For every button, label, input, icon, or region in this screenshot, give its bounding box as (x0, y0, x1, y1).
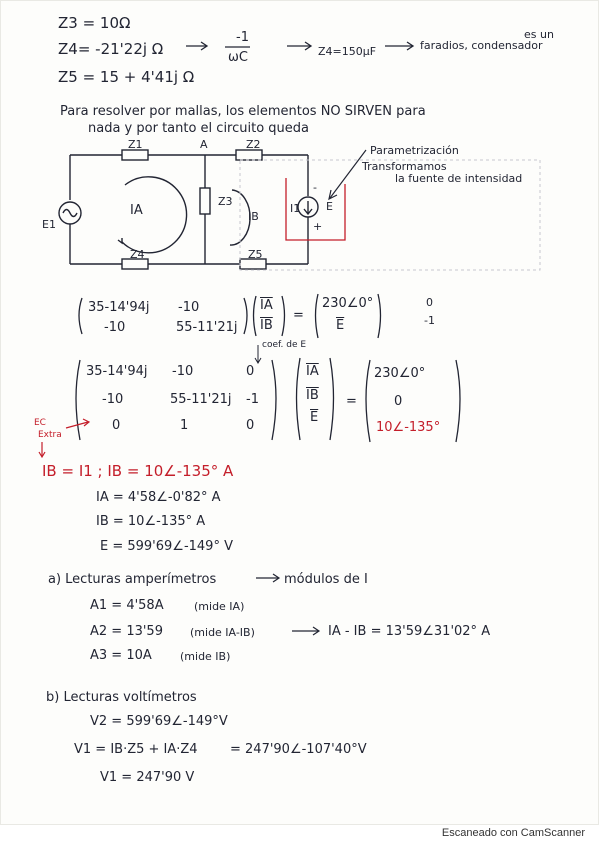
intro-line-1: Para resolver por mallas, los elementos … (60, 104, 426, 119)
z4-note: faradios, condensador (420, 39, 543, 52)
matrix2-rhs-1: 230∠0° (374, 366, 426, 381)
matrix1-r1c2: -10 (178, 300, 200, 315)
part-a-title-note: módulos de I (284, 572, 368, 587)
coef-arrow (254, 345, 262, 364)
matrix1-side-1: 0 (426, 296, 433, 309)
z4-line: Z4= -21'22j Ω (58, 40, 164, 58)
circuit-e-label: E (326, 200, 333, 213)
resistor-z1 (121, 149, 149, 161)
part-a-a3-note: (mide IB) (180, 650, 231, 663)
resistor-z3 (199, 187, 211, 215)
resistor-z4 (121, 258, 149, 270)
matrix1-r2c1: -10 (104, 320, 126, 335)
circuit-z5-label: Z5 (248, 248, 263, 261)
header-arrow-1 (186, 41, 209, 51)
z4-result: Z4=150µF (318, 45, 377, 58)
matrix1-rhs-2: E (336, 318, 345, 333)
matrix1-var-ia: IA (260, 298, 273, 313)
circuit-e1-label: E1 (42, 218, 56, 231)
circuit-note-3: la fuente de intensidad (395, 172, 523, 185)
part-a-a3: A3 = 10A (90, 648, 152, 663)
circuit-ib-label: IB (248, 210, 259, 223)
circuit-i1-label: I1 (290, 202, 301, 215)
matrix2-r1c1: 35-14'94j (86, 364, 148, 379)
document-drawings (0, 0, 599, 825)
intro-line-2: nada y por tanto el circuito queda (88, 121, 309, 136)
source-highlight (285, 178, 346, 241)
matrix1-note: coef. de E (262, 340, 307, 350)
part-a-arrows (256, 573, 321, 636)
part-b-v1-eq: V1 = IB·Z5 + IA·Z4 (74, 742, 198, 757)
matrix2-var-ib: IB (306, 388, 319, 403)
matrix2-rhs-3: 10∠-135° (376, 420, 441, 435)
matrix2-r2c2: 55-11'21j (170, 392, 232, 407)
part-a-a2: A2 = 13'59 (90, 624, 163, 639)
ec-label-2: Extra (38, 430, 62, 440)
matrix2-rhs-2: 0 (394, 394, 403, 409)
matrix1-var-ib: IB (260, 318, 273, 333)
matrix1-equals: = (293, 308, 304, 323)
matrix1-r1c1: 35-14'94j (88, 300, 150, 315)
resistor-z5 (239, 258, 267, 270)
faint-dashes (239, 159, 541, 271)
matrix2-r3c1: 0 (112, 418, 121, 433)
resistor-z2 (235, 149, 263, 161)
matrix2-r1c3: 0 (246, 364, 255, 379)
circuit-note-1: Parametrización (370, 144, 459, 157)
scanner-footer: Escaneado con CamScanner (0, 825, 599, 848)
circuit-z3-label: Z3 (218, 195, 233, 208)
matrix1-r2c2: 55-11'21j (176, 320, 238, 335)
ec-label-1: EC (34, 418, 46, 428)
matrix2-r3c3: 0 (246, 418, 255, 433)
matrix2-r3c2: 1 (180, 418, 189, 433)
circuit-diagram (58, 149, 319, 270)
circuit-z1-label: Z1 (128, 138, 143, 151)
circuit-minus-label: - (313, 181, 317, 194)
circuit-plus-label: + (313, 220, 323, 233)
page-border (0, 0, 599, 825)
result-ib: IB = 10∠-135° A (96, 514, 206, 529)
part-a-a2-note: (mide IA-IB) (190, 626, 255, 639)
circuit-z2-label: Z2 (246, 138, 261, 151)
part-a-a1: A1 = 4'58A (90, 598, 164, 613)
part-b-v1-val: = 247'90∠-107'40°V (230, 742, 367, 757)
matrix1-side-2: -1 (424, 314, 435, 327)
result-ib-eq: IB = I1 ; IB = 10∠-135° A (42, 462, 234, 480)
matrix2-equals: = (346, 394, 357, 409)
z4-note-top: es un (524, 28, 554, 41)
matrix2-var-ia: IA (306, 364, 319, 379)
annotation-arrow (328, 149, 367, 201)
matrix2-r1c2: -10 (172, 364, 194, 379)
header-arrow-3 (385, 41, 415, 51)
part-a-a1-note: (mide IA) (194, 600, 245, 613)
circuit-z4-label: Z4 (130, 248, 145, 261)
part-a-title: a) Lecturas amperímetros (48, 572, 217, 587)
circuit-ia-label: IA (130, 203, 143, 218)
part-b-title: b) Lecturas voltímetros (46, 690, 197, 705)
z4-frac-den: ωC (228, 50, 248, 65)
matrix2-var-e: E (310, 410, 319, 425)
matrix1-rhs-1: 230∠0° (322, 296, 374, 311)
part-a-a2-calc: IA - IB = 13'59∠31'02° A (328, 624, 491, 639)
header-arrow-2 (287, 41, 313, 51)
z5-line: Z5 = 15 + 4'41j Ω (58, 68, 195, 86)
result-ia: IA = 4'58∠-0'82° A (96, 490, 221, 505)
part-b-v2: V2 = 599'69∠-149°V (90, 714, 228, 729)
ec-arrow (38, 418, 91, 459)
matrix2-r2c3: -1 (246, 392, 259, 407)
matrix2-brackets (75, 357, 461, 443)
circuit-note-2: Transformamos (362, 160, 447, 173)
document-page: Z3 = 10Ω Z4= -21'22j Ω -1 ωC Z4=150µF es… (34, 14, 554, 785)
z3-line: Z3 = 10Ω (58, 14, 131, 32)
z4-frac-num: -1 (236, 30, 249, 45)
matrix1-brackets (78, 293, 382, 339)
circuit-node-a: A (200, 138, 208, 151)
part-b-v1: V1 = 247'90 V (100, 770, 195, 785)
matrix2-r2c1: -10 (102, 392, 124, 407)
result-e: E = 599'69∠-149° V (100, 539, 233, 554)
scanner-watermark: Escaneado con CamScanner (441, 827, 585, 839)
